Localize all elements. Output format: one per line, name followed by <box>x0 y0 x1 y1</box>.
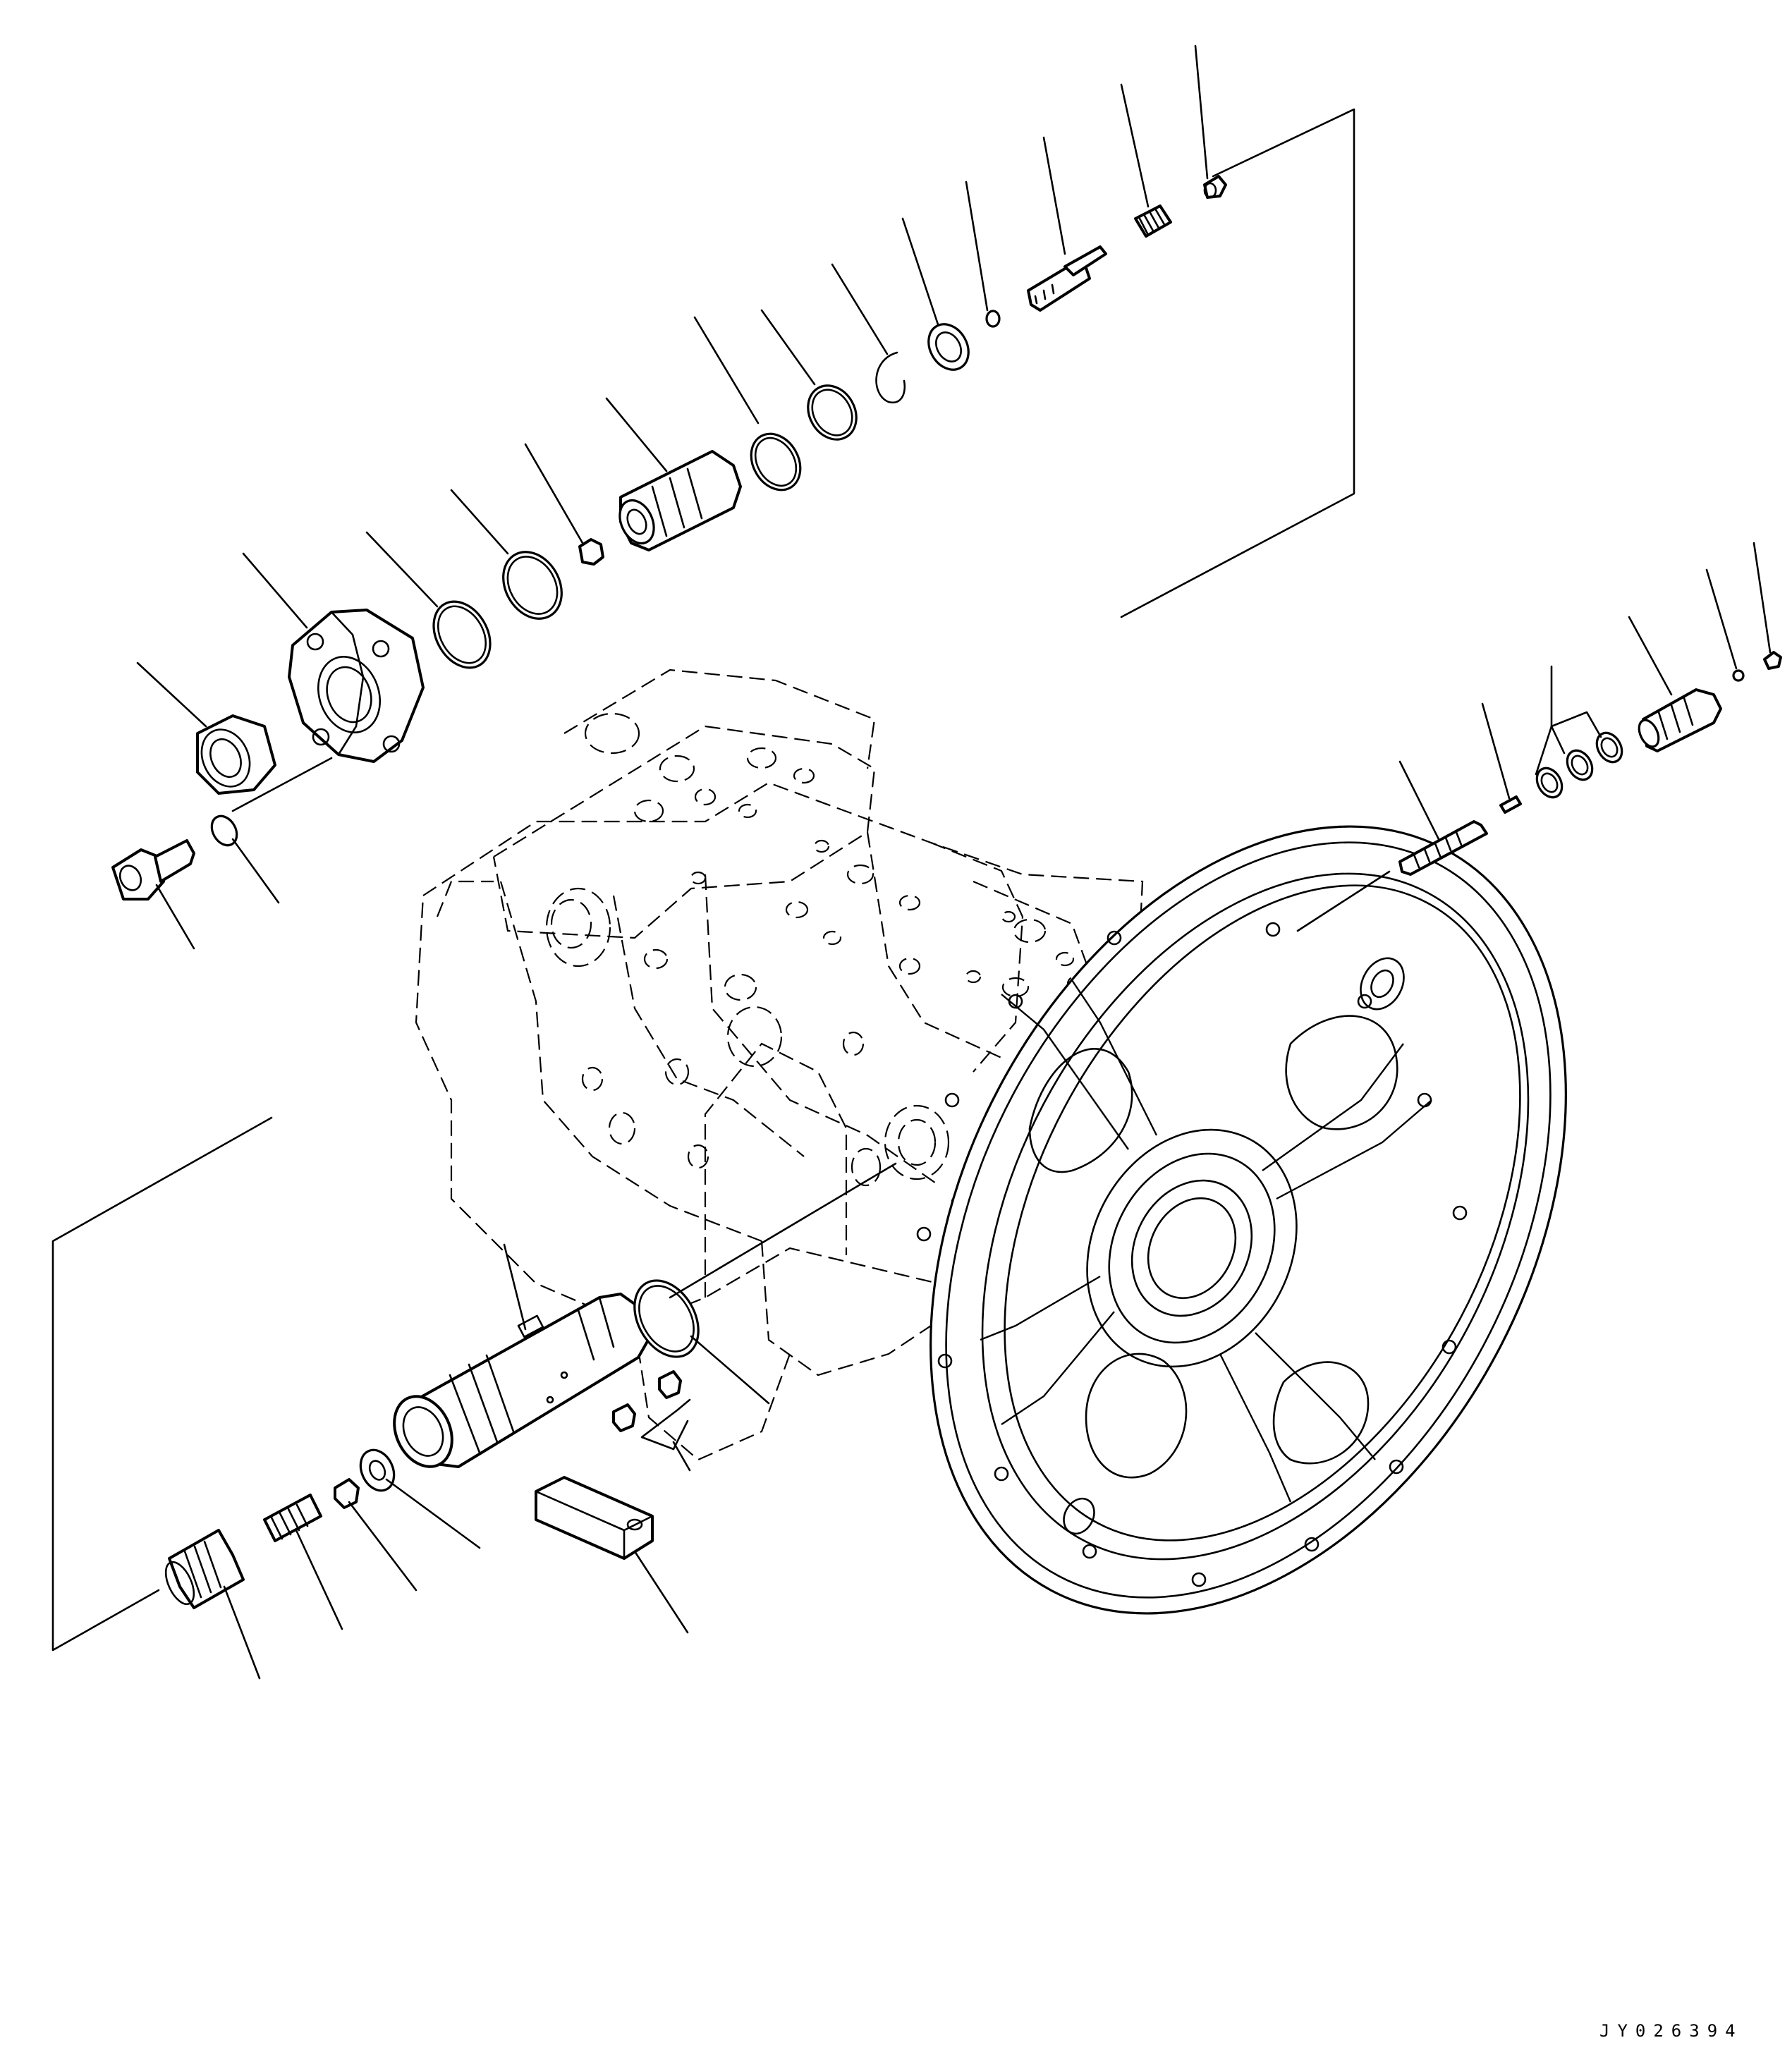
right-group <box>1296 542 1782 932</box>
small-plugs <box>612 1370 682 1432</box>
figure-code: JY026394 <box>1599 2021 1743 2041</box>
o-ring-r2 <box>1566 749 1594 781</box>
flange-bolt-holes <box>916 922 1468 1587</box>
small-nut <box>578 538 604 566</box>
upper-left-group <box>111 44 1355 950</box>
leader-lines-right <box>1296 542 1772 932</box>
socket-bolt <box>111 839 195 901</box>
spool <box>618 450 742 551</box>
piston-pin <box>1027 245 1107 312</box>
spring-small-top <box>1134 205 1172 238</box>
flange-cover <box>288 609 425 763</box>
lower-left-group <box>51 1116 897 1680</box>
spring-seat <box>359 1448 396 1492</box>
servo-sleeve <box>393 1293 654 1468</box>
ball <box>985 310 1001 328</box>
leader-lines-upper <box>136 44 1209 950</box>
collar <box>334 1478 360 1509</box>
inner-spring <box>263 1494 322 1542</box>
pump-ports <box>545 712 1092 1187</box>
snap-ring <box>875 351 906 404</box>
bracket-lower <box>51 1116 273 1652</box>
outer-spring <box>164 1529 245 1609</box>
spacer-block <box>535 1476 654 1560</box>
o-ring-2 <box>502 551 563 620</box>
control-shaft <box>1398 820 1488 876</box>
bracket-upper <box>1120 108 1355 618</box>
seal-ring <box>927 323 970 371</box>
o-ring-r3 <box>1595 731 1623 764</box>
sleeve-plug <box>1638 688 1722 752</box>
pin <box>1499 795 1522 814</box>
o-ring-4 <box>807 384 858 441</box>
plug-bracket <box>640 1398 691 1451</box>
washer <box>210 814 238 847</box>
flywheel-housing <box>916 825 1567 1615</box>
hex-nut <box>196 714 276 795</box>
plug-r <box>1763 651 1782 670</box>
leader-lines-lower <box>223 1162 897 1680</box>
o-ring-3 <box>750 432 802 492</box>
plug-top <box>1203 175 1227 199</box>
small-ball-r <box>1732 669 1745 682</box>
